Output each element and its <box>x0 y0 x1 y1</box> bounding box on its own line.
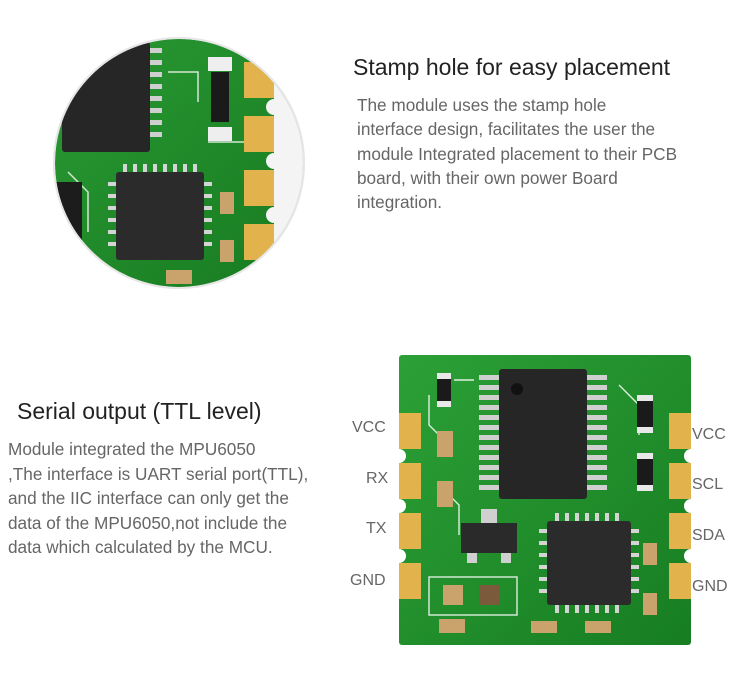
stamp-hole-title: Stamp hole for easy placement <box>353 54 671 80</box>
description-line: data which calculated by the MCU. <box>8 537 273 557</box>
stamp-hole-description: The module uses the stamp hole interface… <box>357 93 717 214</box>
serial-output-description: Module integrated the MPU6050 ,The inter… <box>8 437 348 560</box>
description-line: and the IIC interface can only get the <box>8 488 289 508</box>
description-line: data of the MPU6050,not include the <box>8 512 288 533</box>
description-line: module Integrated placement to their PCB <box>357 143 678 164</box>
description-line: integration. <box>357 192 443 213</box>
pin-label-vcc-right: VCC <box>692 426 726 443</box>
description-line: Module integrated the MPU6050 <box>8 439 256 459</box>
module-board-photo <box>399 355 691 645</box>
pin-label-vcc-left: VCC <box>352 419 386 436</box>
pin-label-gnd-right: GND <box>692 578 728 595</box>
description-line: ,The interface is UART serial port(TTL), <box>8 463 309 484</box>
pin-label-sda: SDA <box>692 527 725 544</box>
description-line: interface design, facilitates the user t… <box>357 119 656 140</box>
pcb-closeup-photo <box>53 37 305 289</box>
serial-output-title: Serial output (TTL level) <box>17 398 262 424</box>
pin-label-rx: RX <box>366 470 389 487</box>
description-line: board, with their own power Board <box>357 167 618 188</box>
pin-label-scl: SCL <box>692 476 724 493</box>
pin-label-tx: TX <box>366 520 387 537</box>
description-line: The module uses the stamp hole <box>357 95 607 115</box>
pin-label-gnd-left: GND <box>350 572 386 589</box>
